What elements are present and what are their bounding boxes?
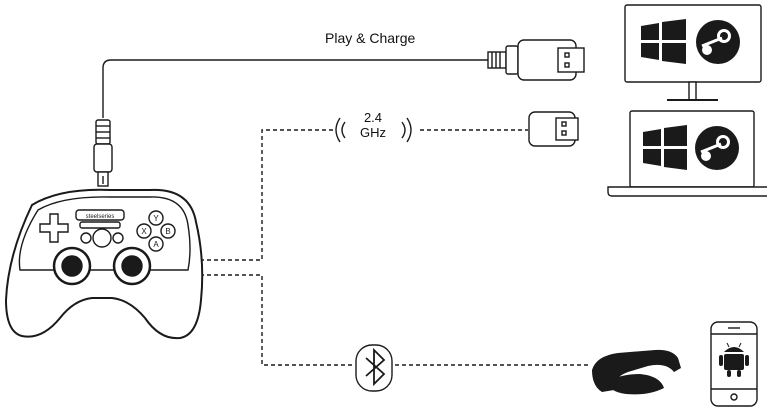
button-y-label: Y (153, 214, 159, 223)
laptop (608, 111, 767, 196)
button-x-label: X (141, 227, 147, 236)
wireless-2-4ghz-link (200, 130, 528, 260)
bluetooth-icon (356, 345, 392, 391)
usb-a-plug (488, 40, 584, 80)
button-b-label: B (165, 227, 170, 236)
controller-brand-label: steelseries (86, 214, 115, 220)
signal-waves-right-icon (402, 118, 411, 142)
signal-waves-left-icon (336, 118, 345, 142)
game-controller (6, 190, 202, 338)
vr-headset-icon (592, 350, 681, 395)
button-a-label: A (153, 240, 159, 249)
bluetooth-link (200, 275, 590, 365)
steam-logo-icon (695, 126, 739, 170)
usb-dongle (529, 112, 578, 146)
usb-cable (94, 60, 488, 186)
steam-logo-icon (696, 20, 740, 64)
